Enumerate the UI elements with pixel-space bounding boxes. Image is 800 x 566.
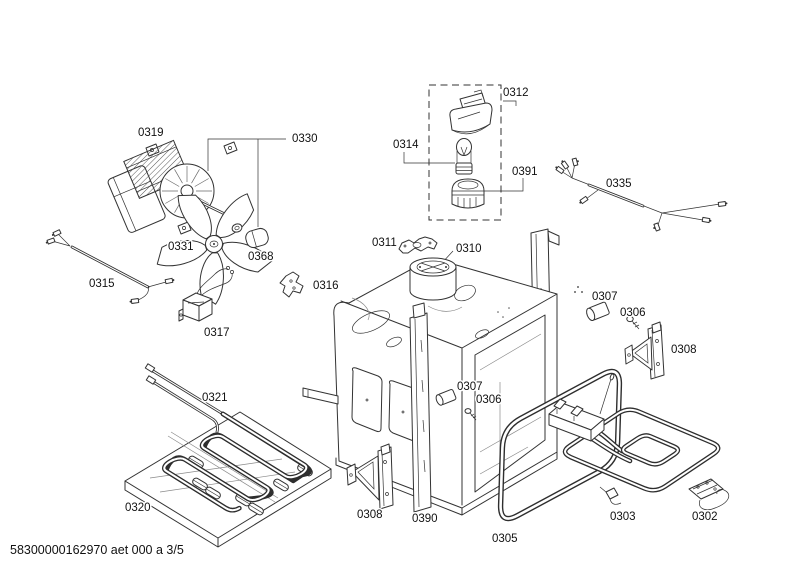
support-bracket-left-illustration [346, 443, 394, 510]
part-label-0305: 0305 [492, 533, 518, 545]
lamp-assembly-illustration [428, 84, 502, 221]
washer-illustration [231, 223, 243, 233]
base-tray-illustration [124, 411, 332, 548]
clamp-plate-illustration [398, 236, 438, 254]
part-label-0306-inner: 0306 [476, 394, 502, 406]
part-label-0316: 0316 [313, 280, 339, 292]
part-label-0303: 0303 [610, 511, 636, 523]
part-label-0307-inner: 0307 [457, 381, 483, 393]
fan-motor-illustration [107, 139, 238, 235]
part-labels: 0319 0330 0331 0368 0312 0314 0391 0335 … [88, 86, 720, 547]
callout-lines [207, 100, 524, 265]
part-label-0302: 0302 [692, 511, 718, 523]
support-bracket-right-illustration [624, 321, 665, 380]
lamp-socket-illustration [449, 89, 493, 135]
part-label-0314: 0314 [393, 139, 419, 151]
part-label-0308-right: 0308 [671, 344, 697, 356]
part-label-0391: 0391 [512, 166, 538, 178]
part-label-0319: 0319 [138, 127, 164, 139]
thermal-switch-illustration [178, 266, 234, 322]
screw-upper-illustration [626, 315, 640, 330]
part-label-0311: 0311 [372, 237, 397, 249]
part-label-0368: 0368 [248, 251, 274, 263]
document-code: 58300000162970 aet 000 a 3/5 [10, 543, 184, 557]
part-label-0330: 0330 [292, 133, 318, 145]
fan-impeller-illustration [156, 193, 273, 305]
wiring-harness-right-illustration [555, 157, 728, 232]
part-label-0321: 0321 [202, 392, 228, 404]
part-label-0315: 0315 [89, 278, 115, 290]
lamp-glass-cover-illustration [451, 178, 485, 209]
fastening-clip-illustration [279, 271, 304, 298]
spacer-bushing-upper-illustration [586, 301, 610, 322]
part-label-0331: 0331 [168, 241, 194, 253]
fastener-nut-illustration [245, 227, 269, 249]
lower-heating-element-illustration [144, 363, 313, 513]
part-label-0308-left: 0308 [357, 509, 383, 521]
part-label-0335: 0335 [606, 178, 632, 190]
part-label-0306-upper: 0306 [620, 307, 646, 319]
oven-cavity-illustration [302, 228, 583, 516]
mounting-bracket-small-illustration [688, 478, 730, 511]
lamp-bulb-illustration [455, 138, 473, 175]
frame-ring-illustration [497, 368, 623, 522]
part-label-0317: 0317 [204, 327, 230, 339]
grill-heating-element-illustration [548, 373, 721, 505]
vent-chimney-illustration [409, 257, 457, 301]
spacer-bushing-inner-illustration [435, 389, 457, 406]
part-label-0310: 0310 [456, 243, 482, 255]
part-label-0320: 0320 [125, 502, 151, 514]
part-label-0390: 0390 [412, 513, 438, 525]
part-label-0312: 0312 [503, 87, 529, 99]
wiring-harness-left-illustration [45, 229, 175, 304]
lamp-assembly-dashed-box [428, 84, 502, 221]
screw-inner-illustration [464, 408, 477, 421]
part-label-0307-upper: 0307 [592, 291, 618, 303]
